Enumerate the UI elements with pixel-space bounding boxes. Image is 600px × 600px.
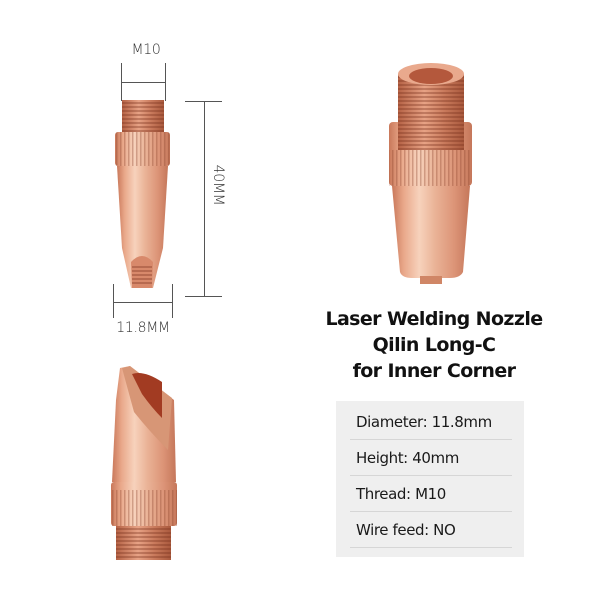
product-title: Laser Welding Nozzle Qilin Long-C for In… [300,306,568,384]
nozzle-cut-view-image [111,366,177,560]
nozzle-side-view-image [115,100,170,288]
product-title-line-1: Laser Welding Nozzle [325,308,543,330]
diameter-dimension-line [113,302,173,303]
specs-panel: Diameter: 11.8mm Height: 40mm Thread: M1… [336,401,524,557]
height-dimension-label: 40MM [210,164,226,206]
nozzle-top-view-image [389,63,472,284]
spec-height: Height: 40mm [350,440,512,476]
diameter-dimension-tick-right [172,284,173,318]
spec-diameter: Diameter: 11.8mm [350,404,512,440]
height-dimension-cap-bottom [185,296,222,297]
thread-dimension-line [121,82,166,83]
thread-dimension-label: M10 [131,42,161,58]
spec-thread: Thread: M10 [350,476,512,512]
diameter-dimension-label: 11.8MM [116,320,170,336]
spec-wire-feed: Wire feed: NO [350,512,512,548]
height-dimension-line [204,101,205,297]
diameter-dimension-tick-left [113,284,114,318]
product-title-line-2: Qilin Long-C [372,334,496,356]
height-dimension-cap-top [185,101,222,102]
product-title-line-3: for Inner Corner [352,360,516,382]
